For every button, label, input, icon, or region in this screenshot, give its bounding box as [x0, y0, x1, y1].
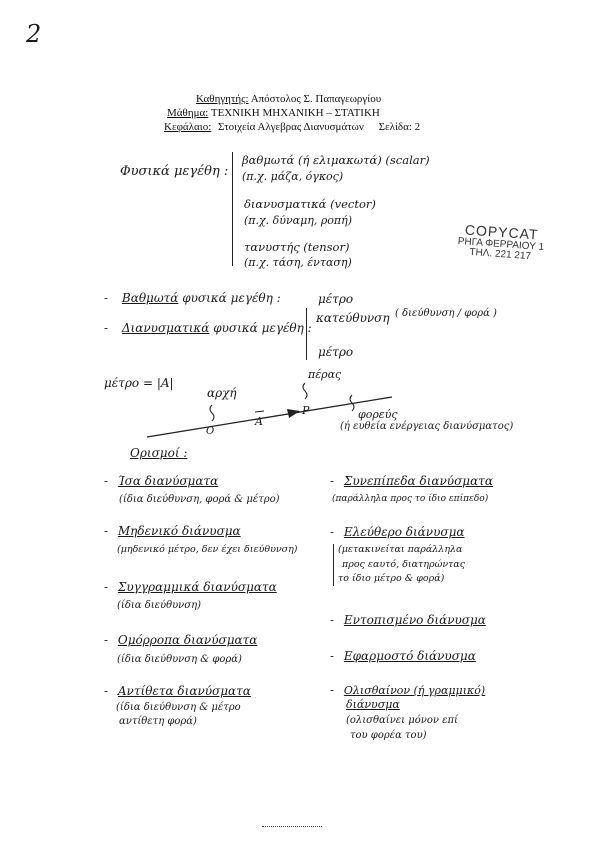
- def-localized-dash: -: [330, 613, 335, 627]
- scalar-term: Βαθμωτά: [121, 291, 179, 305]
- def-opposite-note2: αντίθετη φορά): [119, 716, 197, 727]
- end-label: πέρας: [308, 368, 342, 381]
- start-squiggle: [209, 404, 215, 422]
- def-free-brace: [333, 544, 334, 586]
- scalar-dash: -: [104, 291, 109, 305]
- physical-label: Φυσικά μεγέθη :: [120, 164, 229, 179]
- def-free-note2: προς εαυτό, διατηρώντας: [342, 559, 466, 570]
- vector-brace: [306, 308, 307, 360]
- scalar-example: (π.χ. μάζα, όγκος): [242, 170, 344, 183]
- def-zero-dash: -: [104, 524, 109, 538]
- def-sliding-note: (ολισθαίνει μόνον επί: [346, 715, 458, 726]
- vector-overline: [254, 410, 265, 413]
- scalar-value: μέτρο: [318, 292, 354, 306]
- vector-a-label: A: [255, 415, 263, 428]
- def-coplanar-note: (παράλληλα προς το ίδιο επίπεδο): [332, 494, 489, 504]
- definitions-title: Ορισμοί :: [130, 446, 188, 460]
- page-label: Σελίδα: 2: [378, 121, 421, 133]
- tensor-item: τανυστής (tensor): [244, 240, 350, 254]
- def-free: - Ελεύθερο διάνυσμα: [330, 525, 464, 539]
- def-coplanar-term: Συνεπίπεδα διανύσματα: [343, 474, 493, 488]
- vector-rest: φυσικά μεγέθη :: [213, 321, 312, 335]
- def-sliding-term2: διάνυσμα: [346, 698, 400, 711]
- def-localized-term: Εντοπισμένο διάνυσμα: [343, 613, 486, 627]
- vector-item2: μέτρο: [318, 345, 354, 359]
- def-collinear-term: Συγγραμμικά διανύσματα: [117, 580, 277, 594]
- def-codirectional-note: (ίδια διεύθυνση & φορά): [117, 654, 242, 665]
- def-coplanar: - Συνεπίπεδα διανύσματα: [330, 474, 493, 488]
- physical-brace: [232, 152, 233, 266]
- def-localized: - Εντοπισμένο διάνυσμα: [330, 613, 486, 627]
- course-name: ΤΕΧΝΙΚΗ ΜΗΧΑΝΙΚΗ – ΣΤΑΤΙΚΗ: [210, 107, 380, 119]
- def-codirectional: - Ομόρροπα διανύσματα: [104, 633, 257, 647]
- def-collinear-note: (ίδια διεύθυνση): [117, 600, 201, 611]
- point-p-label: P: [302, 404, 310, 417]
- chapter-label: Κεφάλαιο:: [164, 121, 212, 133]
- page-number: 2: [26, 20, 42, 48]
- vector-dash: -: [104, 321, 109, 335]
- def-applied-dash: -: [330, 649, 335, 663]
- course-label: Μάθημα:: [167, 107, 209, 119]
- chapter-name: Στοιχεία Αλγεβρας Διανυσμάτων: [218, 121, 364, 133]
- def-free-dash: -: [330, 525, 335, 539]
- bottom-mark: [262, 826, 322, 829]
- tensor-example: (π.χ. τάση, ένταση): [244, 256, 352, 269]
- vector-term: Διανυσματικά: [121, 321, 210, 335]
- origin-label: O: [206, 426, 215, 437]
- scalar-line: - Βαθμωτά φυσικά μεγέθη :: [104, 291, 281, 305]
- def-sliding-term: Ολισθαίνον (ή γραμμικό): [343, 684, 486, 697]
- vector-line: - Διανυσματικά φυσικά μεγέθη :: [104, 321, 312, 335]
- magnitude-label: μέτρο = |A|: [104, 376, 174, 390]
- def-opposite-note: (ίδια διεύθυνση & μέτρο: [116, 702, 241, 713]
- def-equal-term: Ίσα διανύσματα: [117, 474, 219, 488]
- scalar-rest: φυσικά μεγέθη :: [182, 291, 281, 305]
- def-codirectional-term: Ομόρροπα διανύσματα: [117, 633, 258, 647]
- def-free-note: (μετακινείται παράλληλα: [338, 544, 463, 555]
- vector-item: διανυσματικά (vector): [244, 197, 376, 211]
- def-equal-dash: -: [104, 474, 109, 488]
- def-opposite: - Αντίθετα διανύσματα: [104, 684, 251, 698]
- teacher-label: Καθηγητής:: [196, 93, 249, 105]
- carrier-squiggle: [349, 394, 355, 412]
- end-squiggle: [302, 382, 308, 400]
- carrier-note: (ή ευθεία ενέργειας διανύσματος): [340, 421, 514, 432]
- def-applied-term: Εφαρμοστό διάνυσμα: [343, 649, 476, 663]
- arrow-head: [287, 409, 300, 418]
- def-opposite-dash: -: [104, 684, 109, 698]
- vector-item1: κατεύθυνση: [316, 311, 390, 325]
- carrier-line: [146, 396, 393, 438]
- scalar-item: βαθμωτά (ή ελιμακωτά) (scalar): [242, 153, 430, 167]
- def-sliding-dash: -: [330, 683, 335, 697]
- vector-item1-paren: ( διεύθυνση / φορά ): [395, 308, 497, 319]
- def-applied: - Εφαρμοστό διάνυσμα: [330, 649, 476, 663]
- def-free-term: Ελεύθερο διάνυσμα: [343, 525, 465, 539]
- def-zero-note: (μηδενικό μέτρο, δεν έχει διεύθυνση): [117, 544, 298, 555]
- def-collinear: - Συγγραμμικά διανύσματα: [104, 580, 277, 594]
- def-free-note3: το ίδιο μέτρο & φορά): [338, 573, 445, 584]
- start-label: αρχή: [207, 386, 237, 400]
- def-codirectional-dash: -: [104, 633, 109, 647]
- carrier-label: φορεύς: [358, 408, 398, 421]
- def-sliding-note2: του φορέα του): [350, 730, 427, 741]
- header-course: Μάθημα: ΤΕΧΝΙΚΗ ΜΗΧΑΝΙΚΗ – ΣΤΑΤΙΚΗ: [167, 107, 380, 119]
- header-teacher: Καθηγητής: Απόστολος Σ. Παπαγεωργίου: [196, 93, 381, 105]
- def-collinear-dash: -: [104, 580, 109, 594]
- def-zero-term: Μηδενικό διάνυσμα: [117, 524, 241, 538]
- def-coplanar-dash: -: [330, 474, 335, 488]
- def-zero: - Μηδενικό διάνυσμα: [104, 524, 241, 538]
- vector-example: (π.χ. δύναμη, ροπή): [244, 214, 353, 227]
- def-equal-note: (ίδια διεύθυνση, φορά & μέτρο): [119, 494, 280, 505]
- def-sliding: - Ολισθαίνον (ή γραμμικό): [330, 683, 485, 697]
- def-opposite-term: Αντίθετα διανύσματα: [117, 684, 251, 698]
- header-chapter: Κεφάλαιο: Στοιχεία Αλγεβρας Διανυσμάτων …: [164, 121, 420, 133]
- def-equal: - Ίσα διανύσματα: [104, 474, 218, 488]
- teacher-name: Απόστολος Σ. Παπαγεωργίου: [250, 93, 382, 105]
